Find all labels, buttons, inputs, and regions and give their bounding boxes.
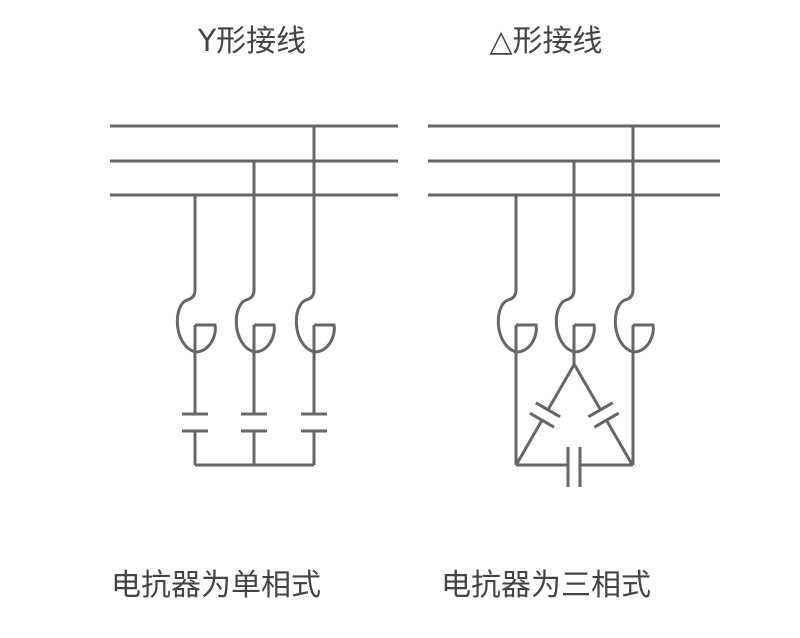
y-phase-a bbox=[175, 195, 217, 465]
capacitor-icon bbox=[514, 364, 576, 466]
caption-three-phase: 电抗器为三相式 bbox=[441, 568, 651, 603]
title-delta-connection: △形接线 bbox=[489, 24, 603, 59]
delta-phase-c bbox=[613, 126, 655, 465]
caption-single-phase: 电抗器为单相式 bbox=[111, 568, 321, 603]
delta-phase-b bbox=[554, 161, 596, 365]
y-phase-b bbox=[234, 161, 276, 465]
title-y-connection: Y形接线 bbox=[197, 24, 307, 59]
y-phase-c bbox=[294, 126, 336, 465]
capacitor-icon bbox=[573, 364, 634, 466]
delta-phase-a bbox=[496, 195, 538, 465]
capacitor-icon bbox=[516, 447, 633, 487]
